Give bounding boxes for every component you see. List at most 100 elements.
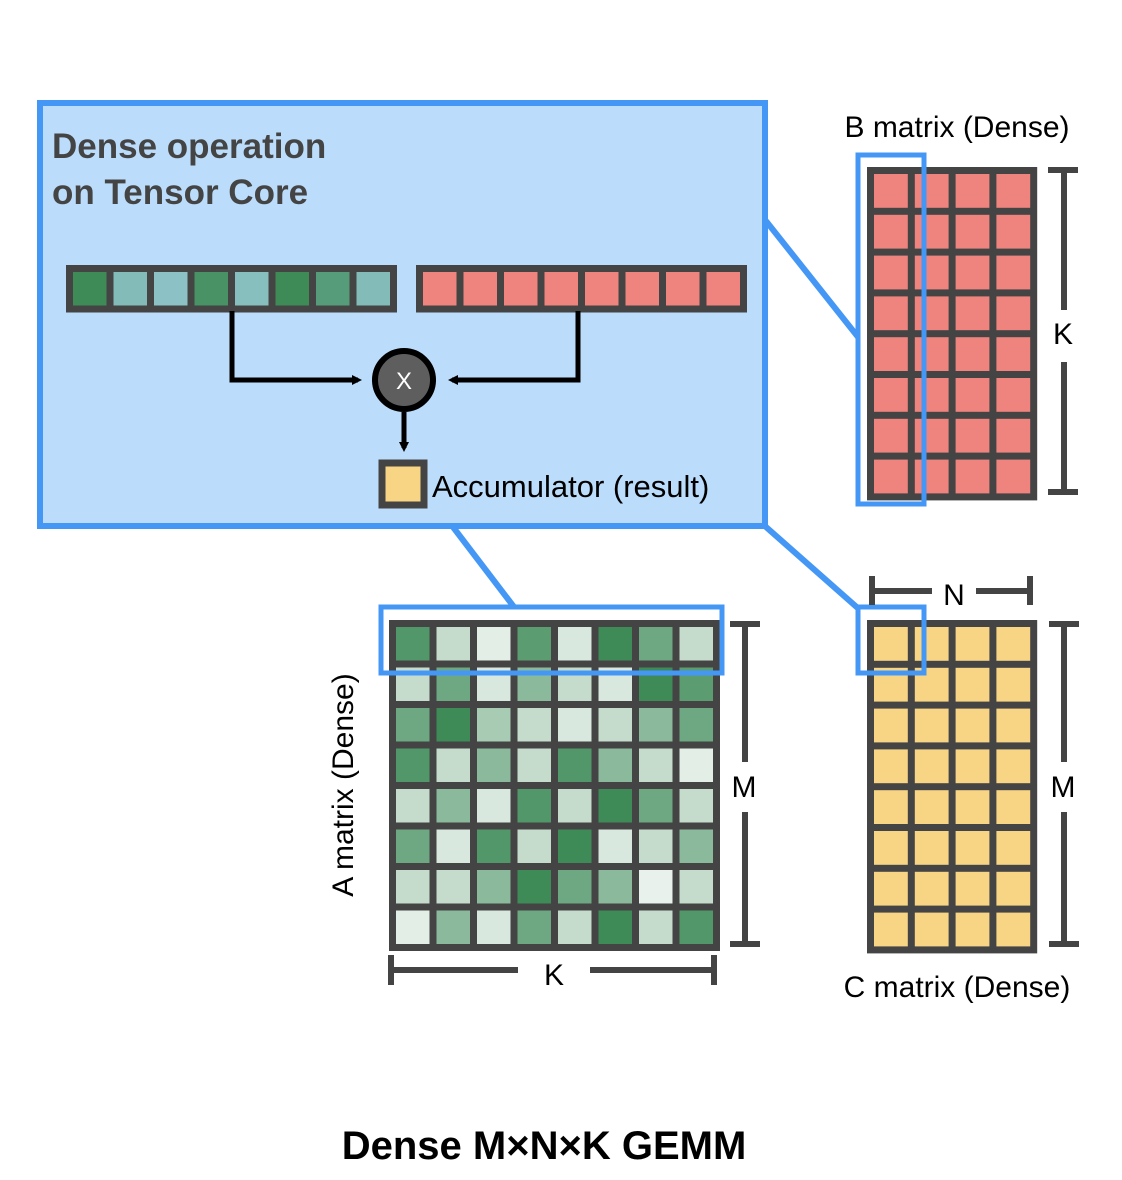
a-cell: [436, 870, 470, 904]
a-m-label: M: [732, 771, 757, 804]
b-cell: [955, 459, 990, 494]
b-cell: [874, 174, 908, 208]
accumulator-label: Accumulator (result): [432, 469, 709, 504]
a-cell: [598, 829, 632, 863]
a-cell: [517, 910, 551, 944]
c-cell: [874, 831, 908, 865]
a-highlight: [378, 604, 725, 676]
a-cell: [639, 910, 673, 944]
c-cell: [874, 627, 908, 661]
b-vector-cell: [504, 272, 538, 306]
connector-to-c: [764, 524, 862, 613]
a-cell: [558, 627, 592, 661]
b-cell: [955, 418, 990, 453]
c-cell: [996, 749, 1031, 784]
a-k-bracket: [388, 955, 717, 985]
a-cell: [477, 910, 511, 944]
c-cell: [874, 790, 908, 824]
a-vector-cell: [316, 272, 350, 306]
a-cell: [598, 870, 632, 904]
b-vector-cell: [706, 272, 740, 306]
b-cell: [914, 418, 949, 453]
a-cell: [436, 748, 470, 782]
b-cell: [914, 296, 949, 331]
a-cell: [679, 910, 713, 944]
b-cell: [996, 459, 1031, 494]
a-cell: [517, 627, 551, 661]
a-matrix-label: A matrix (Dense): [327, 673, 360, 896]
a-matrix: A matrix (Dense) M K: [327, 604, 760, 992]
a-cell: [558, 910, 592, 944]
c-cell: [955, 790, 990, 824]
a-cell: [477, 627, 511, 661]
b-cell: [996, 174, 1031, 208]
c-matrix-label: C matrix (Dense): [844, 971, 1071, 1004]
b-vector-cell: [463, 272, 497, 306]
c-m-label: M: [1051, 771, 1076, 804]
b-vector-cell: [544, 272, 578, 306]
b-k-bracket: [1048, 167, 1078, 495]
b-matrix: B matrix (Dense) K: [844, 111, 1078, 507]
c-cell: [996, 708, 1031, 743]
a-cell: [396, 627, 430, 661]
b-column-vector: [416, 265, 747, 313]
b-matrix-grid: [867, 167, 1038, 501]
b-cell: [874, 378, 908, 412]
a-cell: [598, 708, 632, 742]
b-cell: [996, 214, 1031, 249]
b-cell: [914, 378, 949, 412]
a-vector-cell: [235, 272, 269, 306]
b-cell: [955, 337, 990, 371]
b-cell: [996, 255, 1031, 290]
c-cell: [996, 871, 1031, 906]
a-cell: [639, 829, 673, 863]
b-cell: [914, 459, 949, 494]
a-cell: [517, 708, 551, 742]
b-cell: [874, 255, 908, 290]
c-n-label: N: [943, 579, 965, 612]
a-cell: [679, 627, 713, 661]
c-cell: [955, 667, 990, 702]
c-cell: [955, 912, 990, 947]
b-cell: [914, 255, 949, 290]
a-matrix-grid: [389, 620, 720, 951]
a-cell: [679, 748, 713, 782]
b-cell: [996, 378, 1031, 412]
c-matrix-grid: [867, 620, 1038, 954]
arrow-from-b: [448, 311, 581, 385]
a-vector-cell: [154, 272, 188, 306]
c-cell: [874, 749, 908, 784]
a-vector-cell: [194, 272, 228, 306]
a-cell: [679, 870, 713, 904]
a-cell: [517, 870, 551, 904]
c-cell: [955, 708, 990, 743]
a-cell: [558, 708, 592, 742]
a-vector-cell: [356, 272, 390, 306]
a-cell: [396, 829, 430, 863]
a-vector-cell: [113, 272, 147, 306]
c-highlight: [855, 604, 927, 676]
b-cell: [874, 418, 908, 453]
a-cell: [517, 789, 551, 823]
c-cell: [874, 912, 908, 947]
a-cell: [436, 627, 470, 661]
c-cell: [874, 708, 908, 743]
a-cell: [436, 789, 470, 823]
zoom-connectors: [450, 219, 862, 613]
b-cell: [996, 337, 1031, 371]
b-cell: [914, 337, 949, 371]
arrow-from-a: [229, 311, 362, 385]
b-cell: [874, 459, 908, 494]
a-cell: [679, 829, 713, 863]
a-cell: [558, 748, 592, 782]
a-cell: [679, 708, 713, 742]
b-cell: [955, 174, 990, 208]
panel-background: [37, 100, 768, 529]
b-cell: [914, 214, 949, 249]
c-cell: [955, 831, 990, 865]
a-cell: [436, 708, 470, 742]
b-cell: [996, 296, 1031, 331]
a-cell: [639, 627, 673, 661]
a-cell: [396, 748, 430, 782]
